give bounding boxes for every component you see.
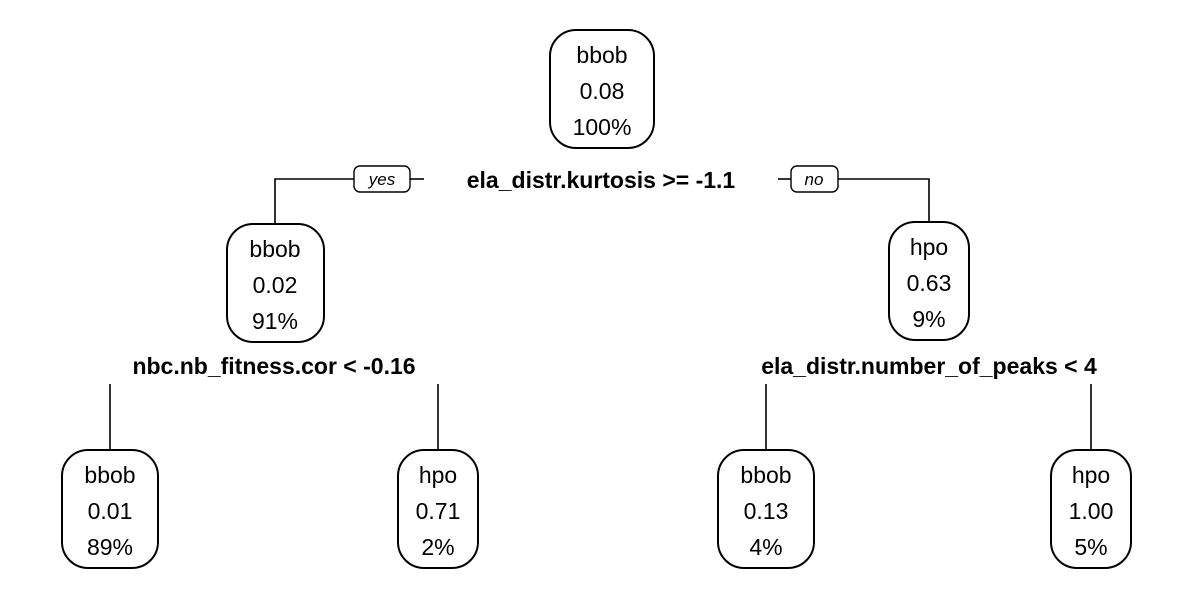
edge-root-left	[274, 178, 354, 228]
no-label: no	[805, 170, 824, 189]
node-value: 0.13	[744, 498, 789, 524]
node-class: bbob	[740, 462, 791, 488]
tree-node-root: bbob 0.08 100%	[549, 29, 655, 149]
root-split: yes ela_distr.kurtosis >= -1.1 no	[353, 165, 839, 193]
node-percent: 100%	[573, 114, 632, 140]
node-class: bbob	[84, 462, 135, 488]
no-badge	[790, 165, 839, 193]
node-percent: 5%	[1074, 534, 1107, 560]
node-class: hpo	[910, 234, 948, 260]
node-percent: 2%	[421, 534, 454, 560]
tree-leaf-3: bbob 0.13 4%	[717, 449, 815, 569]
node-class: hpo	[1072, 462, 1110, 488]
root-split-label: ela_distr.kurtosis >= -1.1	[467, 167, 736, 193]
node-percent: 91%	[252, 308, 298, 334]
yes-label: yes	[368, 170, 396, 189]
node-value: 0.63	[907, 270, 952, 296]
node-percent: 9%	[912, 306, 945, 332]
node-percent: 4%	[749, 534, 782, 560]
edge-root-right	[838, 178, 930, 222]
node-value: 0.01	[88, 498, 133, 524]
tree-leaf-4: hpo 1.00 5%	[1050, 449, 1132, 569]
node-value: 0.02	[253, 272, 298, 298]
yes-badge	[353, 165, 411, 193]
node-value: 0.08	[580, 78, 625, 104]
node-class: bbob	[576, 42, 627, 68]
node-value: 0.71	[416, 498, 461, 524]
tree-leaf-2: hpo 0.71 2%	[397, 449, 479, 569]
node-percent: 89%	[87, 534, 133, 560]
right-split-label: ela_distr.number_of_peaks < 4	[761, 353, 1097, 379]
node-value: 1.00	[1069, 498, 1114, 524]
tree-edges	[109, 178, 1092, 450]
node-class: bbob	[249, 236, 300, 262]
tree-node-left: bbob 0.02 91%	[226, 223, 325, 343]
tree-leaf-1: bbob 0.01 89%	[61, 449, 159, 569]
left-split-label: nbc.nb_fitness.cor < -0.16	[132, 353, 415, 379]
tree-node-right: hpo 0.63 9%	[888, 221, 970, 341]
node-class: hpo	[419, 462, 457, 488]
